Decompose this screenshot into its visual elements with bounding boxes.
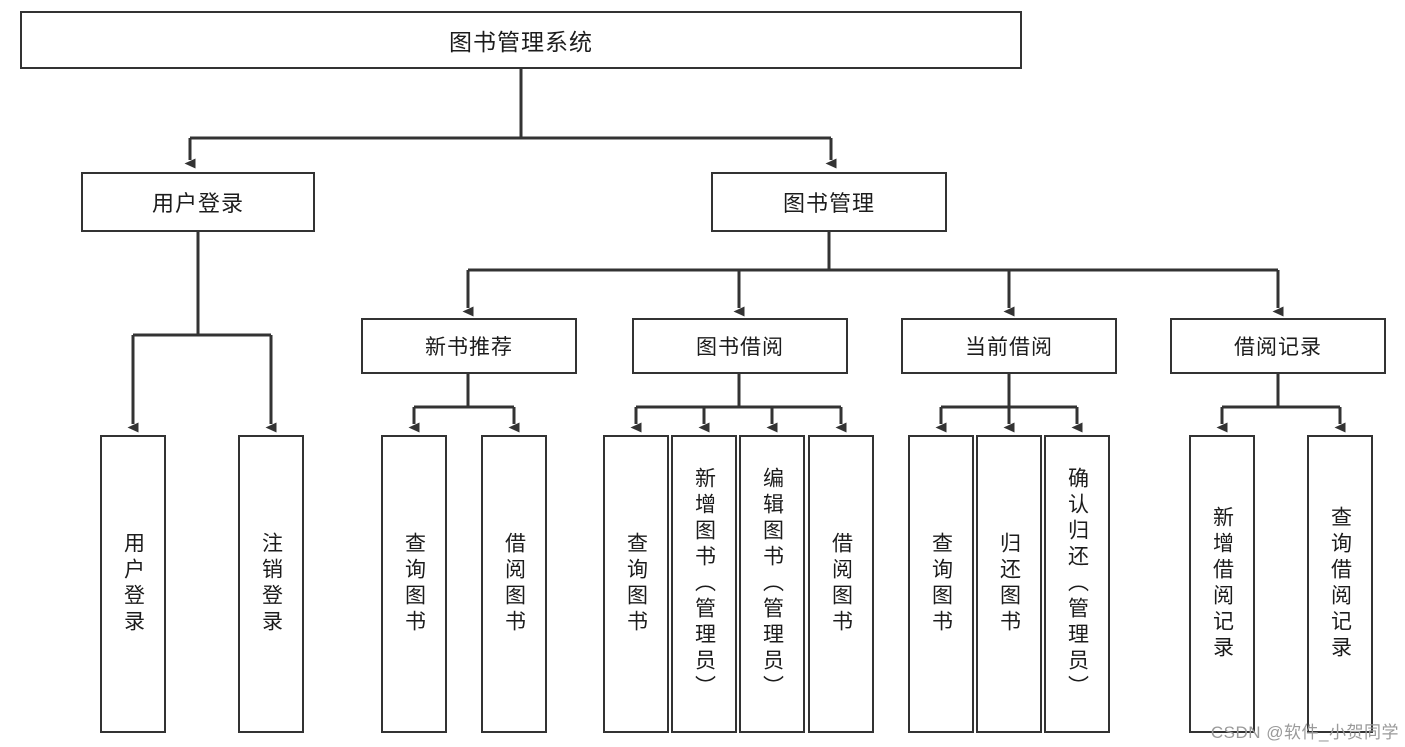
leaf-borrow-book-label: 借阅图书 [829,532,853,636]
leaf-logout-label: 注销登录 [259,532,283,636]
leaf-confirm-return-admin[interactable]: 确认归还（管理员） [1044,435,1110,733]
leaf-query-book-borrow-label: 查询图书 [624,532,648,636]
leaf-edit-book-admin[interactable]: 编辑图书（管理员） [739,435,805,733]
node-user-login-label: 用户登录 [151,191,244,216]
leaf-query-borrow-record[interactable]: 查询借阅记录 [1307,435,1373,733]
node-root[interactable]: 图书管理系统 [20,11,1022,69]
node-user-login[interactable]: 用户登录 [81,172,315,232]
watermark: CSDN @软件_小贺同学 [1210,723,1399,742]
node-root-label: 图书管理系统 [449,29,593,55]
leaf-borrow-book-recommend-label: 借阅图书 [502,532,526,636]
node-current-borrow[interactable]: 当前借阅 [901,318,1117,374]
leaf-add-borrow-record-label: 新增借阅记录 [1210,506,1234,662]
node-current-borrow-label: 当前借阅 [965,336,1053,359]
leaf-borrow-book[interactable]: 借阅图书 [808,435,874,733]
leaf-user-login-label: 用户登录 [121,532,145,636]
node-book-borrow[interactable]: 图书借阅 [632,318,848,374]
leaf-query-borrow-record-label: 查询借阅记录 [1328,506,1352,662]
leaf-return-book-label: 归还图书 [997,532,1021,636]
node-new-book-recommend[interactable]: 新书推荐 [361,318,577,374]
node-new-book-recommend-label: 新书推荐 [425,336,513,359]
leaf-query-book-recommend[interactable]: 查询图书 [381,435,447,733]
leaf-add-borrow-record[interactable]: 新增借阅记录 [1189,435,1255,733]
leaf-query-book-borrow[interactable]: 查询图书 [603,435,669,733]
leaf-confirm-return-admin-label: 确认归还（管理员） [1065,467,1089,701]
leaf-query-book-current[interactable]: 查询图书 [908,435,974,733]
leaf-logout[interactable]: 注销登录 [238,435,304,733]
node-book-borrow-label: 图书借阅 [696,336,784,359]
leaf-query-book-recommend-label: 查询图书 [402,532,426,636]
node-borrow-record[interactable]: 借阅记录 [1170,318,1386,374]
node-borrow-record-label: 借阅记录 [1234,336,1322,359]
leaf-add-book-admin[interactable]: 新增图书（管理员） [671,435,737,733]
node-book-management-label: 图书管理 [782,191,875,216]
leaf-borrow-book-recommend[interactable]: 借阅图书 [481,435,547,733]
node-book-management[interactable]: 图书管理 [711,172,947,232]
leaf-add-book-admin-label: 新增图书（管理员） [692,467,716,701]
leaf-query-book-current-label: 查询图书 [929,532,953,636]
leaf-edit-book-admin-label: 编辑图书（管理员） [760,467,784,701]
leaf-user-login[interactable]: 用户登录 [100,435,166,733]
leaf-return-book[interactable]: 归还图书 [976,435,1042,733]
